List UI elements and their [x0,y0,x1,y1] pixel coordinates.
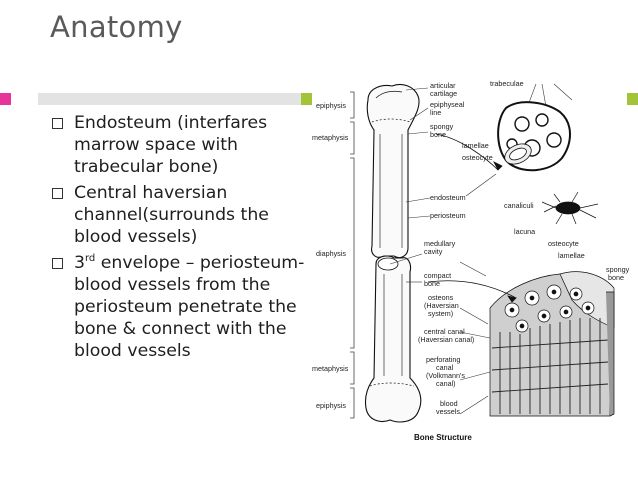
label-osteons: osteons (Haversian system) [424,293,459,318]
svg-text:blood: blood [440,399,458,408]
label-articular-cartilage: articular cartilage [430,81,457,98]
svg-text:medullary: medullary [424,239,456,248]
svg-text:canal): canal) [436,379,456,388]
bullet-text-number: 3 [74,253,85,273]
svg-text:central canal: central canal [424,327,465,336]
svg-text:compact: compact [424,271,451,280]
label-metaphysis-bottom: metaphysis [312,364,349,373]
label-canaliculi: canaliculi [504,201,534,210]
label-diaphysis: diaphysis [316,249,346,258]
bullet-text: Central haversian channel(surrounds the … [74,183,269,247]
label-lamellae-2: lamellae [558,251,585,260]
svg-text:articular: articular [430,81,456,90]
arrow-lines [427,133,517,303]
label-spongy-bone-2: spongy bone [606,265,630,282]
label-perforating-canal: perforating canal (Volkmann's canal) [426,355,465,388]
figure-caption: Bone Structure [414,433,472,442]
label-periosteum: periosteum [430,211,466,220]
checkbox-bullet-icon [52,258,63,269]
label-epiphyseal-line: epiphyseal line [430,100,465,117]
label-epiphysis-bottom: epiphysis [316,401,346,410]
label-central-canal: central canal (Haversian canal) [418,327,474,344]
svg-text:bone: bone [424,279,440,288]
svg-text:canal: canal [436,363,454,372]
svg-text:spongy: spongy [606,265,630,274]
bullet-superscript: rd [85,253,96,265]
label-endosteum: endosteum [430,193,466,202]
svg-text:vessels: vessels [436,407,460,416]
bullet-item-haversian: Central haversian channel(surrounds the … [52,182,310,248]
checkbox-bullet-icon [52,188,63,199]
checkbox-bullet-icon [52,118,63,129]
accent-band-gray [38,93,301,105]
label-blood-vessels: blood vessels [436,399,460,416]
bullet-text: Endosteum (interfares marrow space with … [74,113,268,177]
region-brackets [350,91,355,419]
bullet-text: envelope – periosteum- blood vessels fro… [74,253,305,361]
femur-lower-drawing [364,255,422,423]
label-lacuna: lacuna [514,227,535,236]
label-metaphysis-top: metaphysis [312,133,349,142]
svg-text:epiphyseal: epiphyseal [430,100,465,109]
label-osteocyte: osteocyte [462,153,493,162]
trabeculae-drawing [497,101,571,172]
label-lamellae: lamellae [462,141,489,150]
svg-text:(Haversian canal): (Haversian canal) [418,335,474,344]
svg-text:perforating: perforating [426,355,460,364]
osteocyte-drawing [541,191,599,225]
accent-band-pink [0,93,11,105]
svg-text:(Haversian: (Haversian [424,301,459,310]
slide-title: Anatomy [50,10,183,44]
svg-text:line: line [430,108,441,117]
bullet-item-endosteum: Endosteum (interfares marrow space with … [52,112,310,178]
svg-text:spongy: spongy [430,122,454,131]
femur-upper-drawing [366,83,420,259]
svg-text:bone: bone [608,273,624,282]
svg-text:cavity: cavity [424,247,443,256]
label-trabeculae: trabeculae [490,79,524,88]
bone-structure-figure: epiphysis metaphysis diaphysis metaphysi… [312,79,630,442]
bullet-item-third-envelope: 3rd envelope – periosteum- blood vessels… [52,252,310,362]
compact-bone-block-drawing [489,271,615,417]
label-compact-bone: compact bone [424,271,451,288]
accent-band-green-right [627,93,638,105]
label-medullary-cavity: medullary cavity [424,239,456,256]
svg-text:osteons: osteons [428,293,454,302]
lamellae-drawing [504,143,532,165]
label-osteocyte-2: osteocyte [548,239,579,248]
svg-text:cartilage: cartilage [430,89,457,98]
label-epiphysis-top: epiphysis [316,101,346,110]
bullet-list: Endosteum (interfares marrow space with … [52,112,310,366]
label-spongy-bone: spongy bone [430,122,454,139]
accent-band-green [301,93,312,105]
svg-text:system): system) [428,309,453,318]
svg-text:(Volkmann's: (Volkmann's [426,371,465,380]
